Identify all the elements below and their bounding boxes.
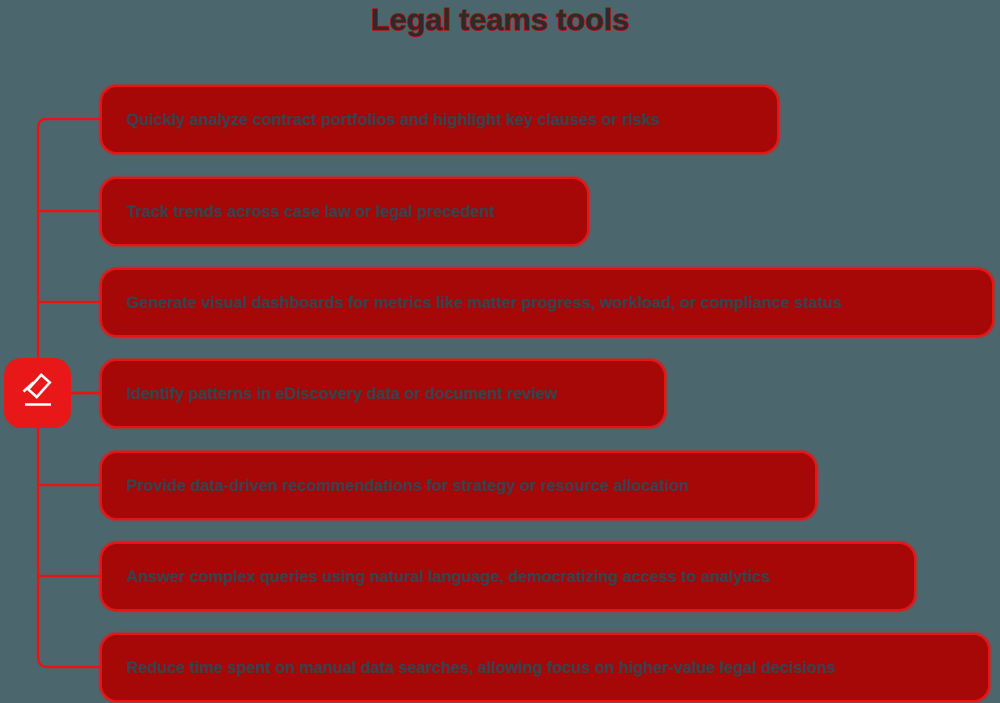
branch-label-1: Quickly analyze contract portfolios and … — [126, 110, 660, 129]
branch-box-5[interactable]: Provide data-driven recommendations for … — [100, 451, 817, 520]
branch-label-7: Reduce time spent on manual data searche… — [126, 658, 836, 677]
branch-label-3: Generate visual dashboards for metrics l… — [126, 293, 842, 312]
branch-box-6[interactable]: Answer complex queries using natural lan… — [100, 542, 916, 611]
branch-box-7[interactable]: Reduce time spent on manual data searche… — [100, 633, 990, 702]
connector-branch-1 — [36, 117, 100, 129]
branch-box-4[interactable]: Identify patterns in eDiscovery data or … — [100, 359, 666, 428]
branch-box-3[interactable]: Generate visual dashboards for metrics l… — [100, 268, 994, 337]
gavel-icon — [22, 373, 52, 406]
branch-box-1[interactable]: Quickly analyze contract portfolios and … — [100, 85, 779, 154]
branch-label-4: Identify patterns in eDiscovery data or … — [126, 384, 557, 403]
branch-label-2: Track trends across case law or legal pr… — [126, 202, 495, 221]
branch-label-5: Provide data-driven recommendations for … — [126, 476, 689, 495]
connector-branch-7 — [36, 656, 100, 669]
page-title: Legal teams tools — [370, 1, 630, 37]
root-node-gavel[interactable] — [4, 358, 71, 428]
branch-box-2[interactable]: Track trends across case law or legal pr… — [100, 177, 589, 246]
branch-label-6: Answer complex queries using natural lan… — [126, 567, 770, 586]
